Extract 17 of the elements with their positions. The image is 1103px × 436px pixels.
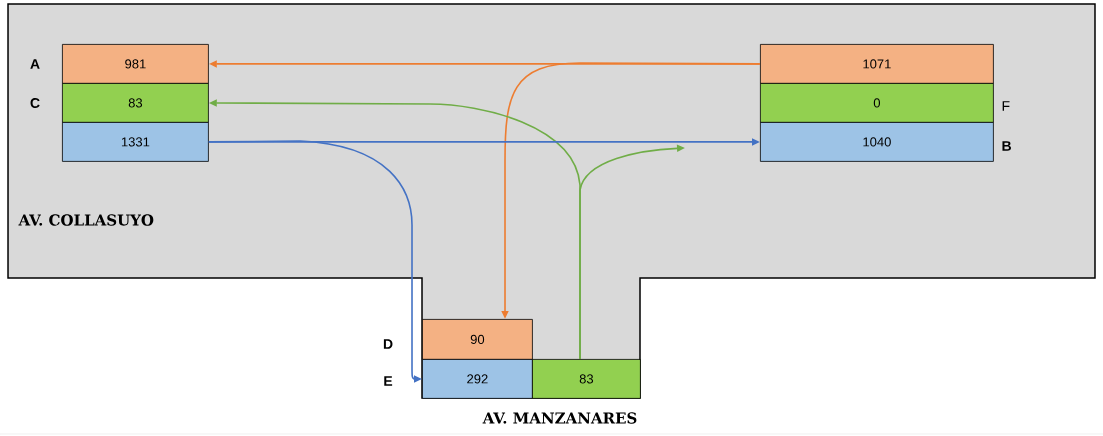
street-name: AV. COLLASUYO xyxy=(18,214,154,226)
street-name: AV. MANZANARES xyxy=(482,412,637,424)
count-cell: 0 xyxy=(760,83,994,123)
count-cell: 1071 xyxy=(760,44,994,84)
approach-letter: C xyxy=(30,98,40,108)
approach-letter: E xyxy=(384,376,393,386)
approach-letter: A xyxy=(30,59,40,69)
count-cell: 83 xyxy=(532,359,641,399)
count-cell: 1040 xyxy=(760,122,994,162)
count-cell: 1331 xyxy=(62,122,209,162)
approach-letter: B xyxy=(1002,141,1011,151)
count-cell: 981 xyxy=(62,44,209,84)
count-cell: 90 xyxy=(422,319,533,360)
count-cell: 83 xyxy=(62,83,209,123)
approach-letter: F xyxy=(1002,101,1010,111)
approach-letter: D xyxy=(383,339,393,349)
count-cell: 292 xyxy=(422,359,533,399)
